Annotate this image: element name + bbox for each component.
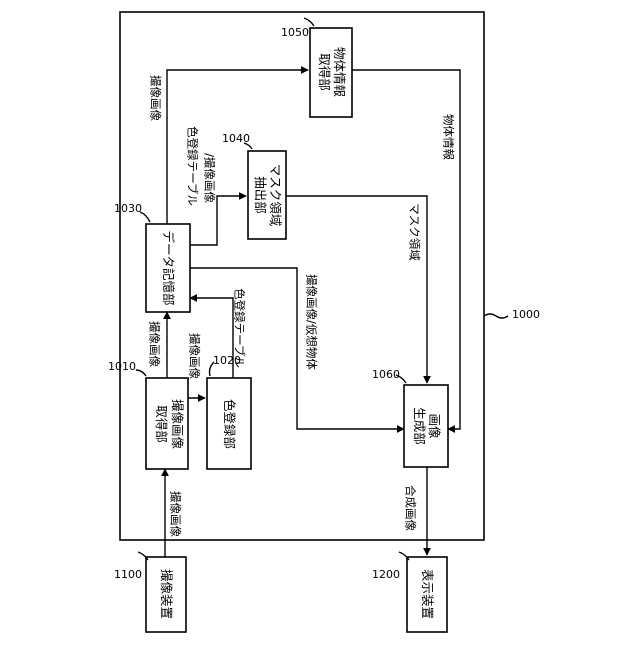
block-1040-line1: マスク領域 bbox=[268, 164, 283, 227]
block-1030-number: 1030 bbox=[114, 202, 142, 215]
block-1020-number: 1020 bbox=[213, 354, 241, 367]
signal-to-1040-line2: /撮像画像 bbox=[203, 153, 217, 203]
signal-to-1040-line1: 色登録テーブル bbox=[186, 126, 200, 206]
block-1060-line1: 画像 bbox=[427, 413, 442, 439]
signal-image-virtual: 撮像画像/仮想物体 bbox=[305, 274, 319, 370]
block-1100-line1: 撮像装置 bbox=[159, 569, 174, 619]
block-1030-line1: データ記憶部 bbox=[161, 230, 176, 305]
svg-text:撮像画像: 撮像画像 bbox=[149, 75, 163, 121]
block-1020-line1: 色登録部 bbox=[222, 399, 237, 449]
leader-1200 bbox=[399, 552, 409, 560]
svg-text:撮像画像: 撮像画像 bbox=[169, 491, 183, 537]
system-leader bbox=[484, 314, 508, 318]
block-1030: データ記憶部 bbox=[146, 224, 190, 312]
svg-text:合成画像: 合成画像 bbox=[404, 485, 418, 531]
block-1010: 撮像画像 取得部 bbox=[146, 378, 188, 469]
block-1050: 物体情報 取得部 bbox=[310, 28, 352, 117]
signal-object-info: 物体情報 bbox=[442, 114, 456, 160]
block-1010-line2: 取得部 bbox=[154, 405, 169, 443]
block-1200-line1: 表示装置 bbox=[420, 569, 435, 619]
svg-text:撮像画像/仮想物体: 撮像画像/仮想物体 bbox=[305, 274, 319, 370]
leader-1010 bbox=[136, 370, 146, 376]
svg-text:/撮像画像: /撮像画像 bbox=[203, 153, 217, 203]
svg-text:マスク領域: マスク領域 bbox=[408, 203, 422, 261]
block-1010-line1: 撮像画像 bbox=[170, 399, 185, 450]
block-1100-number: 1100 bbox=[114, 568, 142, 581]
svg-text:撮像画像: 撮像画像 bbox=[148, 321, 162, 367]
block-1050-number: 1050 bbox=[281, 26, 309, 39]
signal-image-to-1050: 撮像画像 bbox=[149, 75, 163, 121]
signal-in-image: 撮像画像 bbox=[169, 491, 183, 537]
block-1040-number: 1040 bbox=[222, 132, 250, 145]
block-1060-line2: 生成部 bbox=[412, 407, 427, 445]
block-1050-line1: 物体情報 bbox=[332, 47, 347, 98]
block-1100: 撮像装置 bbox=[146, 557, 186, 632]
leader-1050 bbox=[304, 18, 314, 26]
block-1200-number: 1200 bbox=[372, 568, 400, 581]
signal-composite: 合成画像 bbox=[404, 485, 418, 531]
block-1060-number: 1060 bbox=[372, 368, 400, 381]
block-1020: 色登録部 bbox=[207, 378, 251, 469]
svg-text:撮像画像: 撮像画像 bbox=[188, 333, 202, 379]
signal-image-to-1030: 撮像画像 bbox=[148, 321, 162, 367]
leader-1100 bbox=[138, 552, 148, 560]
block-1200: 表示装置 bbox=[407, 557, 447, 632]
block-1040: マスク領域 抽出部 bbox=[248, 151, 286, 239]
signal-mask-region: マスク領域 bbox=[408, 203, 422, 261]
block-1040-line2: 抽出部 bbox=[253, 176, 268, 214]
svg-text:色登録テーブル: 色登録テーブル bbox=[186, 126, 200, 206]
svg-text:物体情報: 物体情報 bbox=[442, 114, 456, 160]
block-1060: 画像 生成部 bbox=[404, 385, 448, 467]
signal-image-to-1020: 撮像画像 bbox=[188, 333, 202, 379]
block-1050-line2: 取得部 bbox=[317, 53, 332, 91]
system-number: 1000 bbox=[512, 308, 540, 321]
block-1010-number: 1010 bbox=[108, 360, 136, 373]
